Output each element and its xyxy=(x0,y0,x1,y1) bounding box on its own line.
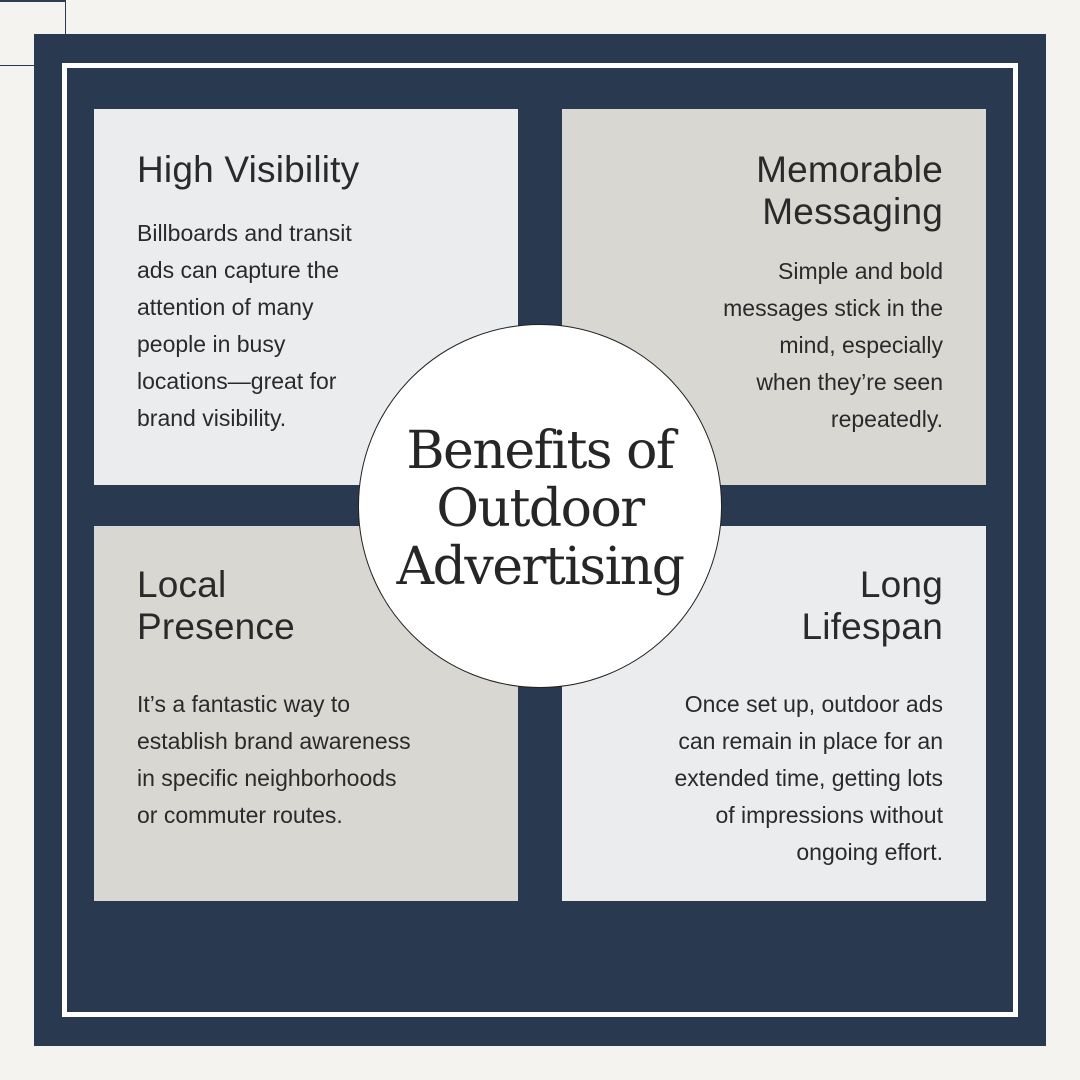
card-body: It’s a fantastic way to establish brand … xyxy=(137,691,411,828)
card-body: Simple and bold messages stick in the mi… xyxy=(723,258,943,432)
corner-decoration xyxy=(0,0,66,66)
card-long-lifespan: Long Lifespan Once set up, outdoor ads c… xyxy=(562,526,986,901)
card-body: Billboards and transit ads can capture t… xyxy=(137,220,352,431)
white-inner-border xyxy=(62,63,1018,1017)
card-title: Long Lifespan xyxy=(801,564,943,647)
card-title: Memorable Messaging xyxy=(756,149,943,232)
card-title: High Visibility xyxy=(137,149,360,190)
card-local-presence: Local Presence It’s a fantastic way to e… xyxy=(94,526,518,901)
card-body: Once set up, outdoor ads can remain in p… xyxy=(674,691,944,865)
card-memorable-messaging: Memorable Messaging Simple and bold mess… xyxy=(562,109,986,485)
page-title: Benefits of Outdoor Advertising xyxy=(396,421,685,597)
card-high-visibility: High Visibility Billboards and transit a… xyxy=(94,109,518,485)
center-circle: Benefits of Outdoor Advertising xyxy=(358,324,722,688)
card-title: Local Presence xyxy=(137,564,295,647)
